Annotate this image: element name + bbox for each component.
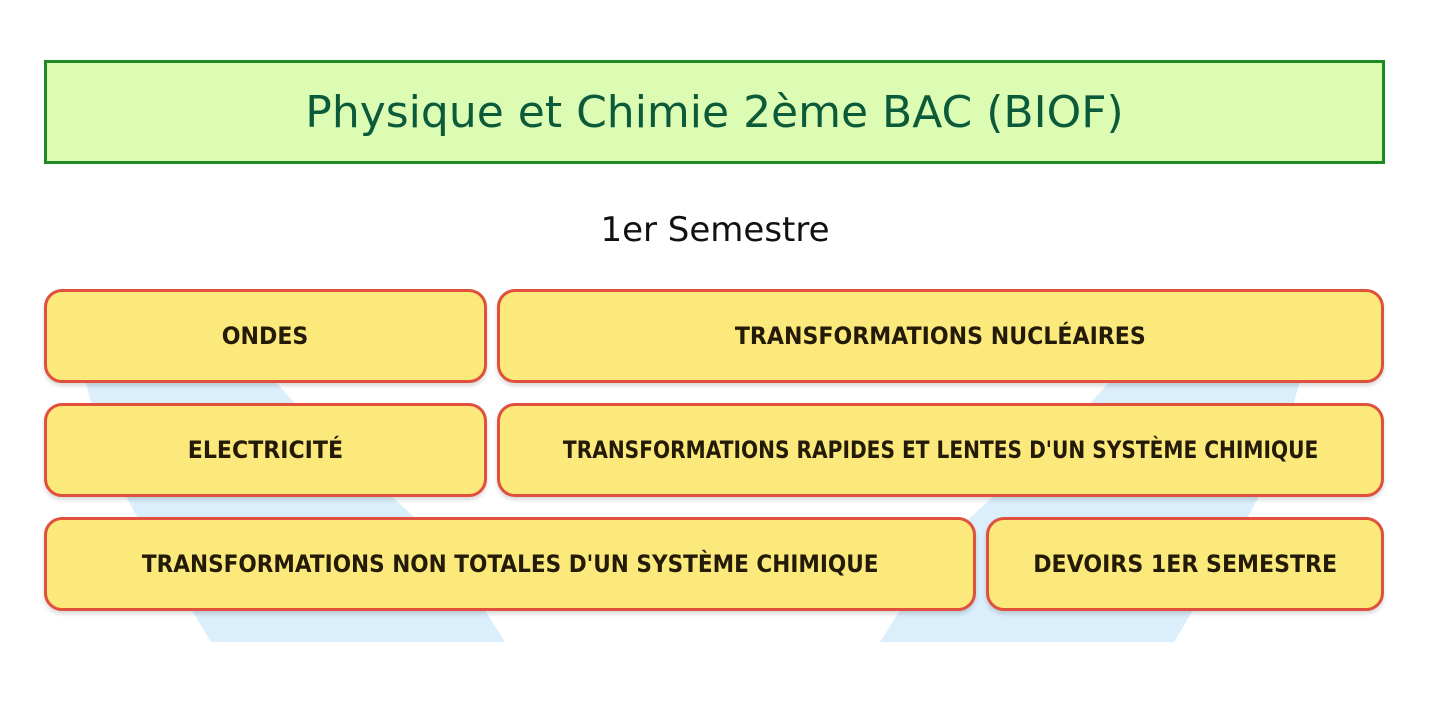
chapter-button-label: TRANSFORMATIONS NON TOTALES D'UN SYSTÈME…	[141, 550, 879, 578]
chapter-button-transformations-non-totales[interactable]: TRANSFORMATIONS NON TOTALES D'UN SYSTÈME…	[44, 517, 976, 611]
chapter-button-ondes[interactable]: ONDES	[44, 289, 487, 383]
chapter-button-devoirs-1er-semestre[interactable]: DEVOIRS 1ER SEMESTRE	[986, 517, 1384, 611]
header-banner: Physique et Chimie 2ème BAC (BIOF)	[44, 60, 1385, 164]
chapter-button-transformations-nucleaires[interactable]: TRANSFORMATIONS NUCLÉAIRES	[497, 289, 1384, 383]
chapter-button-electricite[interactable]: ELECTRICITÉ	[44, 403, 487, 497]
chapter-button-label: TRANSFORMATIONS NUCLÉAIRES	[735, 322, 1146, 350]
chapter-button-transformations-rapides-lentes[interactable]: TRANSFORMATIONS RAPIDES ET LENTES D'UN S…	[497, 403, 1384, 497]
semester-heading: 1er Semestre	[600, 210, 830, 250]
chapter-button-label: ELECTRICITÉ	[187, 436, 344, 464]
chapter-button-label: TRANSFORMATIONS RAPIDES ET LENTES D'UN S…	[562, 436, 1319, 464]
page-title: Physique et Chimie 2ème BAC (BIOF)	[305, 86, 1124, 138]
chapter-button-label: ONDES	[222, 322, 309, 350]
chapter-button-label: DEVOIRS 1ER SEMESTRE	[1033, 550, 1337, 578]
